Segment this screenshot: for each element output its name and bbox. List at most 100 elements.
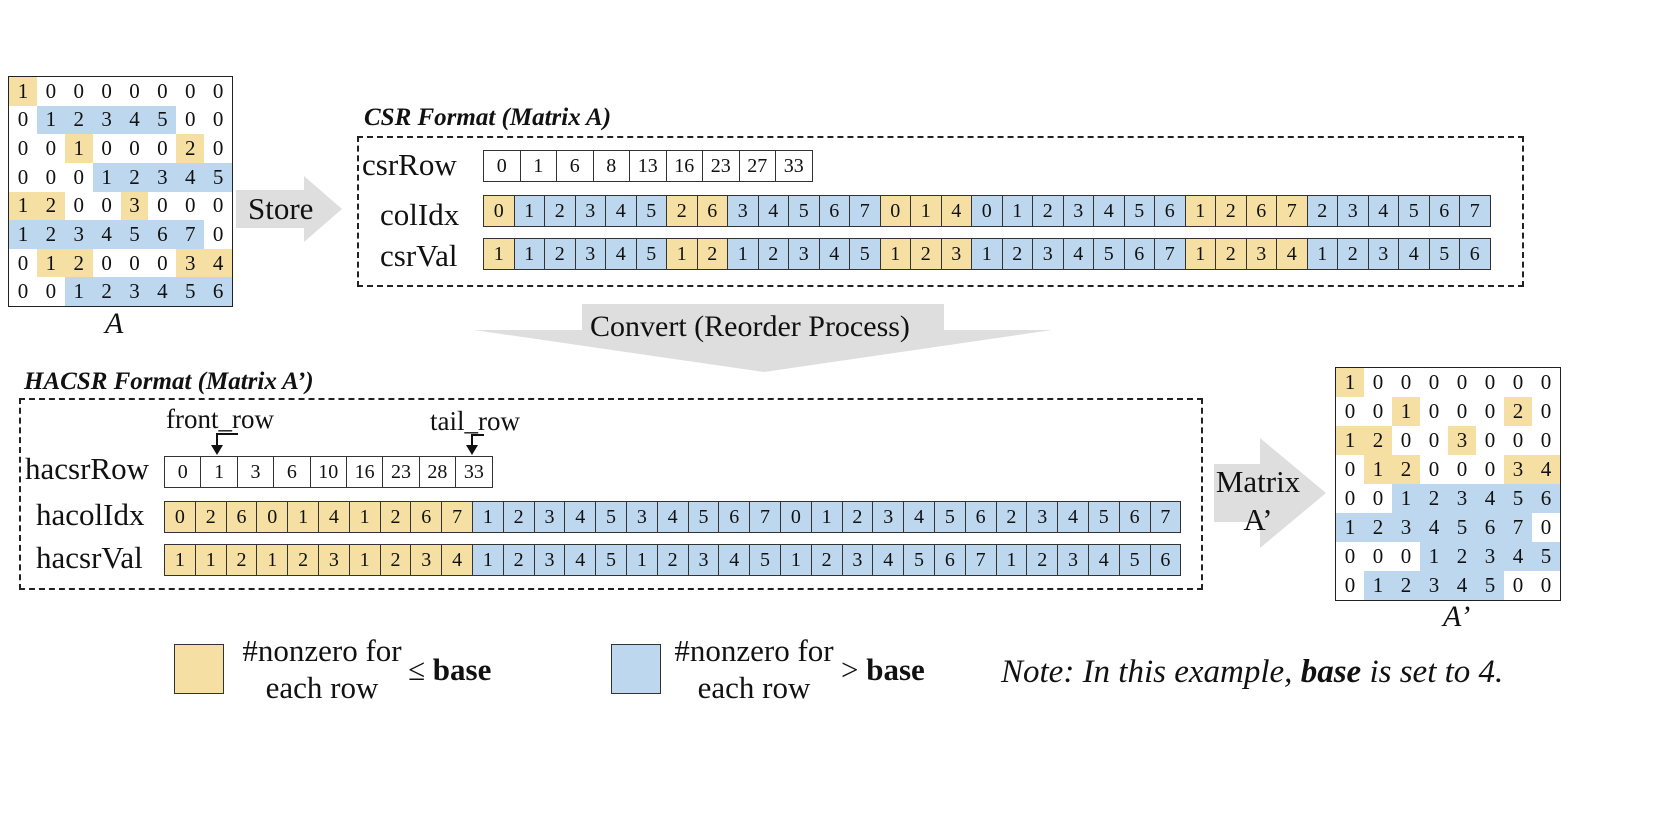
hacsr-val-cell: 4 (718, 544, 751, 576)
matrix-a-cell: 4 (204, 248, 232, 278)
csr-row-cell: 16 (665, 150, 703, 182)
col-idx-label: colIdx (380, 197, 460, 232)
csr-val-label: csrVal (380, 238, 458, 273)
matrix-a-cell: 1 (64, 134, 93, 163)
hacsr-row-cell: 3 (236, 456, 275, 488)
csr-val-cell: 5 (635, 238, 667, 270)
hacsr-row-cell: 33 (455, 456, 493, 488)
matrix-a-prime-cell: 0 (1336, 397, 1364, 426)
col-idx-cell: 4 (1093, 195, 1125, 227)
hacsr-val-cell: 2 (287, 544, 319, 576)
hacsr-val-cell: 4 (441, 544, 473, 576)
matrix-a-prime-cell: 1 (1392, 484, 1420, 513)
col-idx-cell: 6 (1428, 195, 1460, 227)
matrix-a-prime-cell: 0 (1336, 542, 1364, 571)
matrix-a-cell: 1 (64, 277, 93, 306)
matrix-a-prime-cell: 5 (1448, 513, 1476, 542)
hacol-idx-cell: 0 (256, 501, 289, 533)
matrix-arrow-line2: A’ (1243, 502, 1273, 537)
matrix-a-cell: 4 (120, 105, 149, 135)
csr-val-cell: 2 (696, 238, 728, 270)
legend-yellow-line1: #nonzero for (242, 633, 402, 668)
legend-yellow-swatch (174, 644, 224, 694)
matrix-a-prime-cell: 1 (1420, 542, 1448, 571)
hacol-idx-cell: 7 (749, 501, 781, 533)
hacsr-val-cell: 1 (779, 544, 812, 576)
matrix-a-cell: 0 (92, 77, 121, 106)
hacsr-val-cell: 5 (595, 544, 627, 576)
col-idx-cell: 7 (1459, 195, 1491, 227)
matrix-a-prime-cell: 3 (1448, 484, 1476, 513)
matrix-a-prime-cell: 1 (1364, 571, 1392, 600)
matrix-a-cell: 0 (204, 220, 232, 249)
matrix-a-prime-cell: 5 (1504, 484, 1532, 513)
csr-val-cell: 7 (1154, 238, 1186, 270)
csr-val-cell: 6 (1123, 238, 1155, 270)
matrix-a-prime-cell: 2 (1420, 484, 1448, 513)
csr-row-cell: 23 (702, 150, 740, 182)
csr-val-cell: 3 (788, 238, 820, 270)
col-idx-cell: 5 (635, 195, 667, 227)
csr-val-cell: 5 (849, 238, 881, 270)
matrix-a-prime-cell: 4 (1504, 542, 1532, 571)
hacsr-val-cell: 4 (1087, 544, 1120, 576)
matrix-a-prime-cell: 1 (1364, 455, 1392, 484)
convert-arrow-icon (474, 304, 1052, 372)
hacsr-val-cell: 1 (256, 544, 289, 576)
hacsr-row-cell: 6 (273, 456, 311, 488)
matrix-a-cell: 0 (9, 134, 37, 163)
csr-val-cell: 3 (1245, 238, 1277, 270)
hacol-idx-cell: 1 (287, 501, 319, 533)
matrix-a-prime-cell: 0 (1420, 397, 1448, 426)
matrix-a-cell: 1 (36, 105, 65, 135)
matrix-a-prime-cell: 0 (1532, 571, 1560, 600)
csr-val-cell: 2 (1337, 238, 1369, 270)
matrix-a-cell: 2 (36, 220, 65, 249)
matrix-a-cell: 0 (176, 191, 205, 221)
matrix-a-prime-cell: 0 (1504, 368, 1532, 397)
csr-val-cell: 6 (1459, 238, 1491, 270)
csr-val-cell: 4 (1276, 238, 1308, 270)
hacsr-val-cell: 1 (995, 544, 1028, 576)
matrix-a-prime-cell: 5 (1532, 542, 1560, 571)
hacol-idx-cell: 3 (533, 501, 566, 533)
hacsr-row-cell: 1 (200, 456, 238, 488)
col-idx-cell: 0 (483, 195, 515, 227)
hacol-idx-cell: 5 (687, 501, 720, 533)
col-idx-cell: 4 (605, 195, 637, 227)
hacsr-val-cell: 1 (625, 544, 658, 576)
col-idx-cell: 1 (1001, 195, 1033, 227)
col-idx-cell: 4 (1367, 195, 1399, 227)
hacsr-val-cell: 2 (656, 544, 689, 576)
csr-val-cell: 3 (940, 238, 972, 270)
matrix-a-prime-cell: 2 (1392, 571, 1420, 600)
hacsr-val-cell: 1 (194, 544, 227, 576)
hacol-idx-cell: 7 (441, 501, 473, 533)
tail-row-label: tail_row (430, 406, 520, 436)
matrix-a-prime-cell: 4 (1476, 484, 1504, 513)
matrix-a-cell: 1 (36, 248, 65, 278)
hacol-idx-cell: 1 (471, 501, 504, 533)
hacol-idx-cell: 0 (779, 501, 812, 533)
hacsr-format-box (19, 398, 1203, 590)
note-prefix: Note: In this example, (1001, 654, 1301, 690)
matrix-a-prime-cell: 0 (1504, 426, 1532, 455)
csr-val-cell: 1 (666, 238, 698, 270)
matrix-a-cell: 6 (204, 277, 232, 306)
matrix-a-prime-cell: 0 (1364, 484, 1392, 513)
hacol-idx-cell: 5 (1087, 501, 1120, 533)
col-idx-cell: 6 (1245, 195, 1277, 227)
matrix-a-prime-cell: 0 (1420, 368, 1448, 397)
matrix-a-prime-cell: 3 (1392, 513, 1420, 542)
hacol-idx-cell: 5 (595, 501, 627, 533)
legend-blue-swatch (611, 644, 661, 694)
matrix-a-cell: 0 (148, 248, 177, 278)
matrix-a-prime-cell: 4 (1532, 455, 1560, 484)
legend-blue-text: #nonzero for each row (668, 632, 840, 706)
hacsr-val-cell: 3 (410, 544, 443, 576)
csr-row-cell: 8 (592, 150, 630, 182)
hacsr-row-cell: 28 (418, 456, 457, 488)
